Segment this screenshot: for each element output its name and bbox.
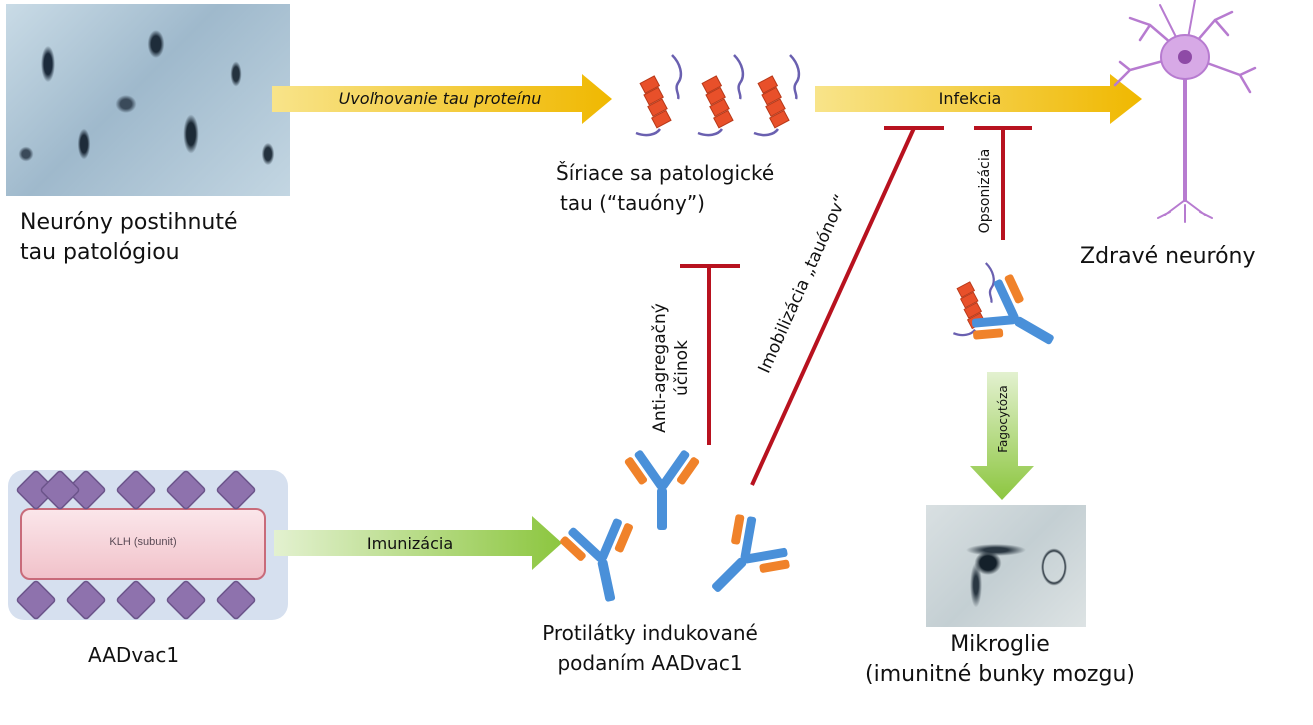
antibodies-line-1: Protilátky indukované (542, 621, 758, 645)
release-arrow-label: Uvoľnovanie tau proteínu (338, 89, 542, 108)
antibodies-line-2: podaním AADvac1 (557, 651, 743, 675)
affected-neurons-line-2: tau patológiou (20, 240, 180, 265)
microglia-line-1: Mikroglie (950, 632, 1050, 657)
spreading-tau-line-2: tau (“tauóny”) (560, 191, 705, 215)
phagocytosis-arrow-label: Fagocytóza (996, 385, 1010, 453)
immunization-arrow-label: Imunizácia (366, 534, 454, 553)
opsonized-complex (951, 261, 1072, 375)
infection-arrow-label: Infekcia (938, 89, 1002, 108)
antibodies (556, 449, 799, 617)
inhibition-immobilization (750, 126, 944, 486)
antibodies-caption: Protilátky indukované podaním AADvac1 (520, 618, 780, 678)
healthy-neurons-caption: Zdravé neuróny (1080, 244, 1256, 269)
infection-arrow (815, 74, 1142, 124)
klh-label: KLH (subunit) (109, 536, 177, 548)
aadvac1-caption: AADvac1 (88, 643, 180, 667)
affected-neurons-line-1: Neuróny postihnuté (20, 210, 238, 235)
klh-carrier: KLH (subunit) (20, 508, 266, 580)
affected-neurons-photo (6, 4, 290, 196)
anti-aggregation-label: Anti-agregačný účinok (649, 293, 693, 443)
tau-filaments (633, 53, 801, 137)
neuron-icon (1113, 0, 1257, 223)
spreading-tau-caption: Šíriace sa patologické tau (“tauóny”) (556, 158, 774, 218)
opsonization-label: Opsonizácia (977, 148, 993, 234)
inhibition-opsonization (974, 126, 1032, 240)
microglia-photo (926, 505, 1086, 627)
anti-aggregation-line-2: účinok (672, 340, 692, 396)
spreading-tau-line-1: Šíriace sa patologické (556, 161, 775, 185)
anti-aggregation-line-1: Anti-agregačný (650, 303, 670, 433)
release-arrow (272, 74, 612, 124)
peptide-tiles (15, 469, 257, 621)
microglia-caption: Mikroglie (imunitné bunky mozgu) (830, 630, 1170, 690)
microglia-line-2: (imunitné bunky mozgu) (865, 662, 1135, 687)
inhibition-anti-aggregation (680, 264, 740, 445)
immunization-arrow (274, 516, 562, 570)
phagocytosis-arrow (970, 372, 1034, 500)
affected-neurons-caption: Neuróny postihnuté tau patológiou (20, 208, 238, 268)
